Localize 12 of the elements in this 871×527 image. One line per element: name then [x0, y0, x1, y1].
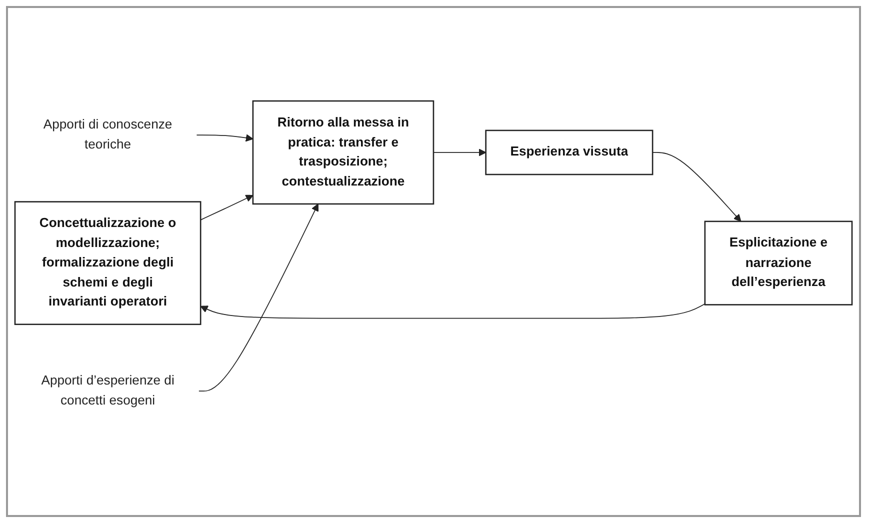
arrow: [200, 194, 254, 220]
node-box: Ritorno alla messa in pratica: transfer e trasposizione; contestualizzazione: [252, 100, 434, 204]
arrow: [433, 148, 486, 156]
arrow: [652, 152, 742, 222]
node-box: Esperienza vissuta: [485, 129, 654, 175]
arrow: [196, 134, 254, 142]
node-box: Concettualizzazione o modellizzazione; formalizzazione degli schemi e degli invarianti operatori: [14, 200, 202, 325]
arrow: [198, 203, 319, 392]
node-box: Esplicitazione e narrazione dell’esperienza: [704, 220, 853, 305]
node-text: Apporti d’esperienze di concetti esogeni: [41, 372, 174, 408]
node-text: Apporti di conoscenze teoriche: [43, 116, 172, 152]
arrow: [200, 302, 706, 318]
